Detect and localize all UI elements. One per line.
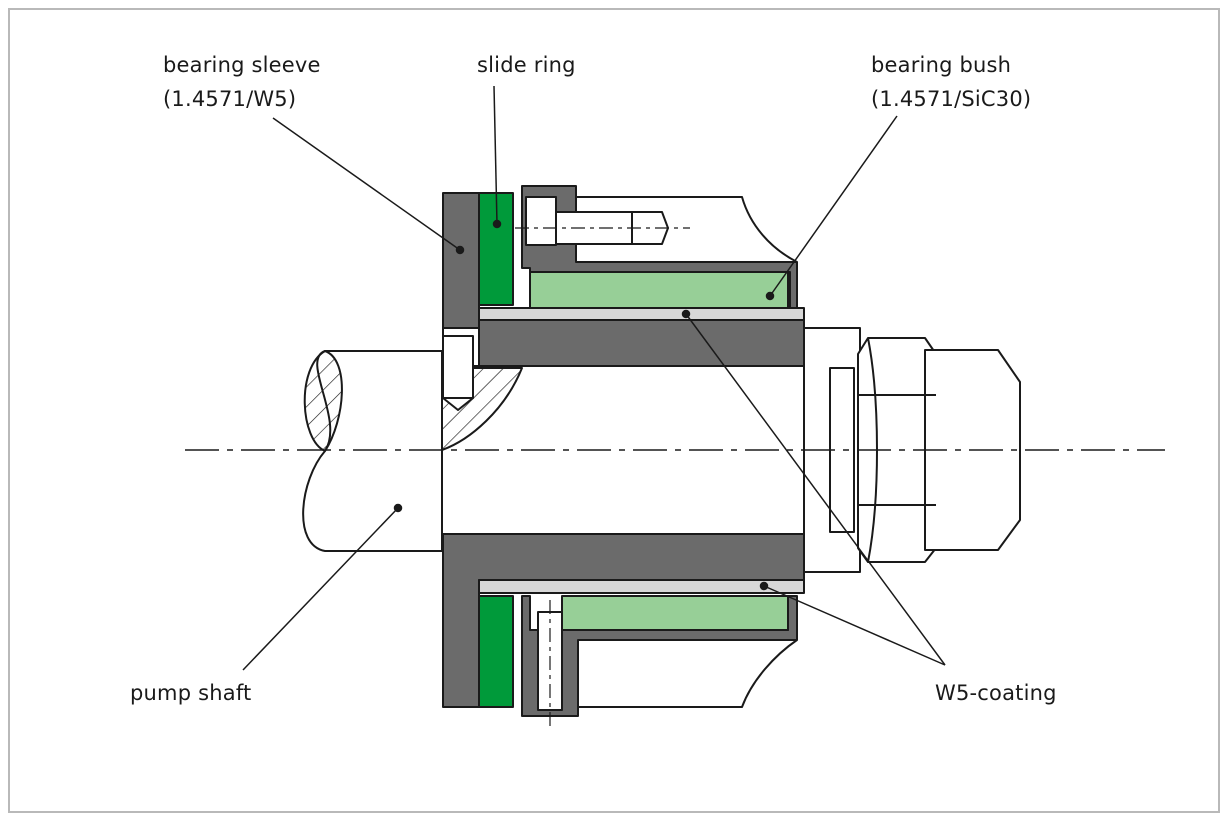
bearing-sleeve-tube-upper <box>478 319 805 367</box>
label-bearing-sleeve: bearing sleeve <box>163 53 321 77</box>
label-pump-shaft: pump shaft <box>130 681 252 705</box>
bearing-bush-upper <box>529 271 789 309</box>
leader-bearing-bush <box>769 115 898 297</box>
impeller-contour-upper <box>576 196 798 263</box>
w5-coating-upper <box>478 307 805 321</box>
label-w5-coating: W5-coating <box>935 681 1057 705</box>
bearing-sleeve-flange-upper <box>442 192 480 329</box>
grub-screw <box>442 335 474 399</box>
leader-coating-lower <box>763 585 946 666</box>
w5-coating-lower <box>478 579 805 594</box>
label-slide-ring: slide ring <box>477 53 576 77</box>
leader-bearing-sleeve <box>272 117 461 251</box>
label-bearing-bush: bearing bush <box>871 53 1012 77</box>
label-bearing-bush-spec: (1.4571/SiC30) <box>871 87 1032 111</box>
label-bearing-sleeve-spec: (1.4571/W5) <box>163 87 297 111</box>
grub-screw-tip <box>442 397 474 411</box>
leader-slide-ring <box>493 85 498 225</box>
impeller-contour-lower <box>578 639 798 708</box>
slide-ring-lower <box>478 595 514 708</box>
leader-coating-upper <box>685 313 946 666</box>
bearing-bush-lower <box>561 595 789 631</box>
bolt-head <box>525 196 557 246</box>
shaft-break-hatch <box>303 350 343 452</box>
leader-pump-shaft <box>242 507 399 671</box>
